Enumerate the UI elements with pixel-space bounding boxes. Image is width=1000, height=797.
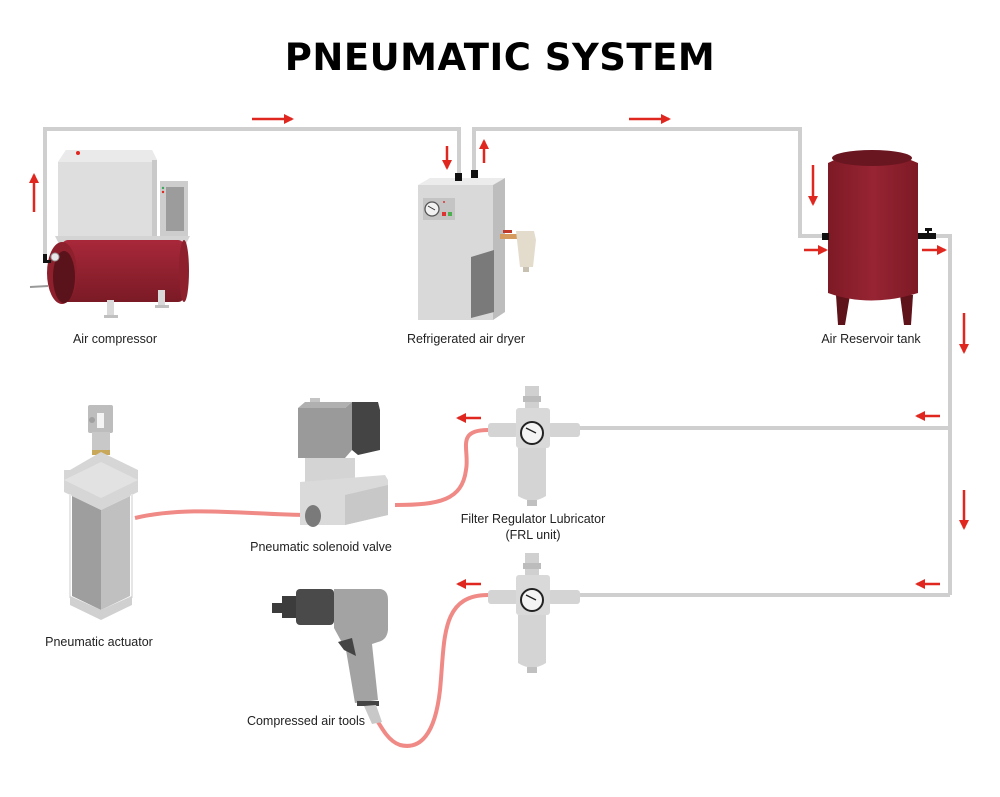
label-air-compressor: Air compressor — [73, 332, 157, 346]
label-pneumatic-actuator: Pneumatic actuator — [45, 635, 153, 649]
label-frl-unit-line2: (FRL unit) — [505, 528, 560, 542]
pipe-network — [43, 127, 952, 597]
hose-frl1-to-valve — [394, 428, 489, 507]
label-refrigerated-air-dryer: Refrigerated air dryer — [407, 332, 525, 346]
label-air-reservoir-tank: Air Reservoir tank — [821, 332, 921, 346]
frl-unit-1 — [488, 386, 580, 506]
label-solenoid-valve: Pneumatic solenoid valve — [250, 540, 392, 554]
pipe-tank-outlet-mainline — [935, 234, 952, 595]
hose-frl2-to-tool — [363, 593, 489, 748]
pneumatic-solenoid-valve — [298, 398, 388, 527]
hose-valve-to-actuator — [134, 509, 311, 520]
air-reservoir-tank — [822, 150, 936, 325]
pipe-compressor-to-dryer — [43, 127, 461, 262]
pneumatic-actuator — [64, 405, 138, 620]
label-compressed-air-tools: Compressed air tools — [247, 714, 365, 728]
pipe-dryer-to-tank — [472, 127, 825, 238]
label-frl-unit-line1: Filter Regulator Lubricator — [461, 512, 606, 526]
compressed-air-tool — [272, 589, 388, 724]
flow-arrows — [29, 114, 969, 589]
air-compressor — [29, 150, 190, 318]
diagram-title: PNEUMATIC SYSTEM — [284, 36, 716, 79]
refrigerated-air-dryer — [418, 170, 536, 320]
frl-unit-2 — [488, 553, 580, 673]
